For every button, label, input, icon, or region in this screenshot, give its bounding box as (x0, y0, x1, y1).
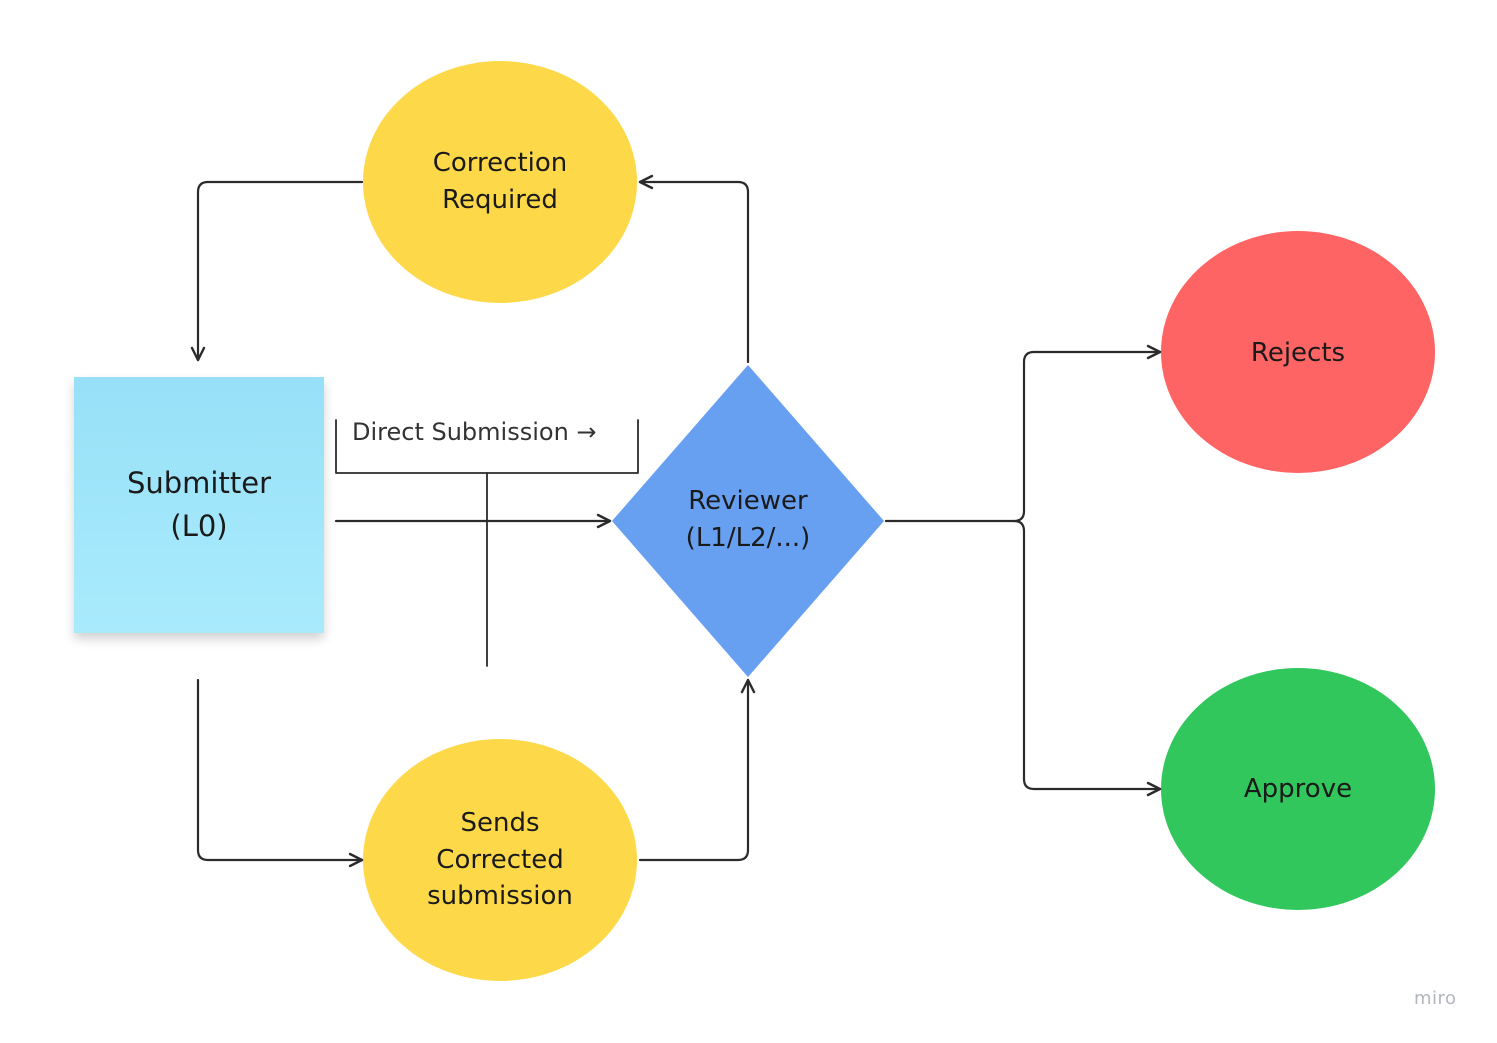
sends-corrected-label: Sends Corrected submission (390, 798, 610, 922)
correction-required-node[interactable] (363, 61, 637, 303)
submitter-label-line1: Submitter (126, 465, 271, 500)
connector-reviewer-to-approve (1012, 519, 1162, 797)
miro-watermark: miro (1414, 988, 1457, 1009)
connector-submitter-to-sends (196, 678, 364, 868)
correction-required-label: Correction Required (400, 140, 600, 224)
rejects-node[interactable] (1161, 231, 1435, 473)
rejects-label: Rejects (1198, 332, 1398, 374)
approve-label-text: Approve (1243, 773, 1353, 804)
reviewer-node[interactable] (612, 365, 884, 677)
reviewer-label-line2: (L1/L2/...) (685, 523, 811, 553)
connector-correction-to-submitter (190, 180, 364, 362)
submitter-label-line2: (L0) (170, 509, 228, 543)
connector-reviewer-to-correction (638, 174, 750, 364)
correction-label-line2: Required (442, 185, 558, 215)
rejects-label-text: Rejects (1250, 337, 1346, 368)
approve-label: Approve (1198, 768, 1398, 810)
sends-label-line3: submission (427, 881, 573, 912)
submitter-node[interactable]: Submitter (L0) (74, 377, 324, 633)
direct-submission-label: Direct Submission → (352, 418, 597, 446)
connector-sends-to-reviewer (638, 678, 756, 862)
reviewer-label-line1: Reviewer (688, 486, 808, 517)
sends-label-line2: Corrected (436, 844, 564, 875)
reviewer-label: Reviewer (L1/L2/...) (658, 478, 838, 562)
correction-label-line1: Correction (432, 148, 568, 179)
connector-reviewer-to-rejects (884, 344, 1162, 523)
approve-node[interactable] (1161, 668, 1435, 910)
sends-corrected-node[interactable] (363, 739, 637, 981)
sends-label-line1: Sends (460, 807, 540, 838)
